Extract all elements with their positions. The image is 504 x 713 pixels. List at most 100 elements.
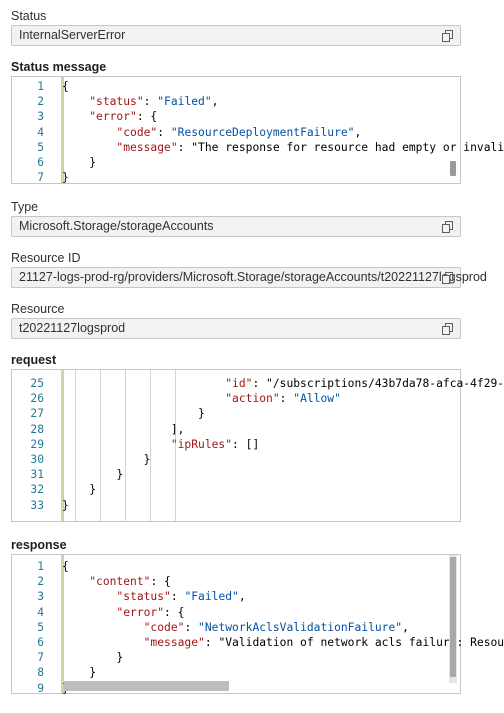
response-horizontal-scrollbar[interactable] — [64, 681, 229, 691]
line-number: 30 — [30, 452, 44, 466]
line-number: 31 — [30, 468, 44, 482]
response-editor[interactable]: 1{2 "content": {3 "status": "Failed",4 "… — [11, 554, 504, 696]
copy-icon[interactable] — [442, 30, 454, 42]
code-line: 5 "message": "The response for resource … — [12, 140, 504, 155]
code-text: } — [62, 155, 97, 169]
code-text: } — [62, 171, 69, 185]
line-number: 28 — [30, 422, 44, 436]
code-line: 6 "message": "Validation of network acls… — [12, 635, 504, 650]
code-line: 5 "code": "NetworkAclsValidationFailure"… — [12, 620, 460, 635]
line-number: 6 — [37, 635, 44, 649]
request-editor[interactable]: 25 "id": "/subscriptions/43b7da78-afca-4… — [11, 369, 504, 522]
code-text: "code": "NetworkAclsValidationFailure", — [143, 620, 409, 634]
response-scrollbar[interactable] — [450, 557, 456, 677]
line-number: 29 — [30, 437, 44, 451]
code-line: 4 "error": { — [12, 605, 460, 620]
code-line: 7 } — [12, 650, 460, 665]
code-line: 3 "error": { — [12, 109, 460, 124]
code-text: } — [62, 651, 124, 665]
line-number: 7 — [37, 171, 44, 185]
code-text: "status": "Failed", — [116, 590, 246, 604]
code-line: 6 } — [12, 155, 460, 170]
copy-icon[interactable] — [442, 323, 454, 335]
line-number: 4 — [37, 605, 44, 619]
line-number: 3 — [37, 590, 44, 604]
line-number: 1 — [37, 560, 44, 573]
resource-value: t20221127logsprod — [19, 321, 126, 335]
line-number: 9 — [37, 681, 44, 695]
code-line: 27 } — [12, 406, 460, 421]
line-number: 1 — [37, 80, 44, 93]
code-text: "message": "Validation of network acls f… — [143, 635, 504, 649]
code-line: 2 "content": { — [12, 574, 460, 589]
line-number: 5 — [37, 140, 44, 154]
response-label: response — [11, 538, 67, 552]
line-number: 7 — [37, 651, 44, 665]
code-line: 26 "action": "Allow" — [12, 391, 460, 406]
copy-icon[interactable] — [442, 221, 454, 233]
code-line: 33} — [12, 498, 460, 513]
resource-id-field[interactable]: 21127-logs-prod-rg/providers/Microsoft.S… — [11, 267, 487, 288]
code-text: } — [62, 498, 69, 512]
bracket-highlight — [61, 370, 64, 521]
code-text: ], — [62, 422, 185, 436]
code-line: 4 "code": "ResourceDeploymentFailure", — [12, 125, 460, 140]
code-text: "ipRules": [] — [170, 437, 260, 451]
request-code: 25 "id": "/subscriptions/43b7da78-afca-4… — [12, 376, 504, 513]
code-text: } — [62, 452, 151, 466]
status-label: Status — [11, 9, 47, 23]
code-line: 3 "status": "Failed", — [12, 589, 460, 604]
code-line: 25 "id": "/subscriptions/43b7da78-afca-4… — [12, 376, 504, 391]
type-value: Microsoft.Storage/storageAccounts — [19, 219, 214, 233]
resource-field[interactable]: t20221127logsprod — [11, 318, 461, 339]
line-number: 25 — [30, 377, 44, 390]
status-message-code: 1{2 "status": "Failed",3 "error": {4 "co… — [12, 79, 504, 185]
resource-id-label: Resource ID — [11, 251, 81, 265]
line-number: 8 — [37, 666, 44, 680]
status-value: InternalServerError — [19, 28, 126, 42]
code-line: 29 "ipRules": [] — [12, 437, 460, 452]
line-number: 2 — [37, 95, 44, 109]
indent-guide — [150, 370, 151, 521]
resource-label: Resource — [11, 302, 65, 316]
response-code: 1{2 "content": {3 "status": "Failed",4 "… — [12, 559, 504, 696]
line-number: 27 — [30, 407, 44, 421]
type-field[interactable]: Microsoft.Storage/storageAccounts — [11, 216, 461, 237]
code-text: "action": "Allow" — [225, 392, 341, 406]
code-text: } — [62, 483, 97, 497]
code-line: 8 } — [12, 665, 460, 680]
bracket-highlight — [61, 77, 64, 183]
code-text: "status": "Failed", — [89, 95, 219, 109]
line-number: 26 — [30, 392, 44, 406]
code-text: "content": { — [89, 575, 171, 589]
line-number: 3 — [37, 110, 44, 124]
code-line: 1{ — [12, 559, 460, 574]
code-text: { — [62, 560, 69, 573]
code-text: } — [62, 468, 124, 482]
code-line: 28 ], — [12, 422, 460, 437]
code-line: 7} — [12, 170, 460, 185]
line-number: 5 — [37, 620, 44, 634]
line-number: 2 — [37, 575, 44, 589]
request-label: request — [11, 353, 57, 367]
code-line: 30 } — [12, 452, 460, 467]
status-message-editor[interactable]: 1{2 "status": "Failed",3 "error": {4 "co… — [11, 76, 504, 185]
status-message-scrollbar[interactable] — [450, 161, 456, 176]
code-text: "message": "The response for resource ha… — [116, 140, 504, 154]
code-text: "code": "ResourceDeploymentFailure", — [116, 125, 362, 139]
code-text: "error": { — [116, 605, 185, 619]
code-text: { — [62, 80, 69, 93]
line-number: 4 — [37, 125, 44, 139]
line-number: 6 — [37, 155, 44, 169]
copy-icon[interactable] — [442, 272, 454, 284]
code-line: 31 } — [12, 467, 460, 482]
code-line: 1{ — [12, 79, 460, 94]
resource-id-value: 21127-logs-prod-rg/providers/Microsoft.S… — [19, 270, 487, 284]
code-line: 32 } — [12, 482, 460, 497]
type-label: Type — [11, 200, 39, 214]
status-field[interactable]: InternalServerError — [11, 25, 461, 46]
code-text: } — [62, 666, 97, 680]
indent-guide — [75, 370, 76, 521]
code-text: "id": "/subscriptions/43b7da78-afca-4f29… — [225, 377, 504, 390]
bracket-highlight — [61, 555, 64, 693]
